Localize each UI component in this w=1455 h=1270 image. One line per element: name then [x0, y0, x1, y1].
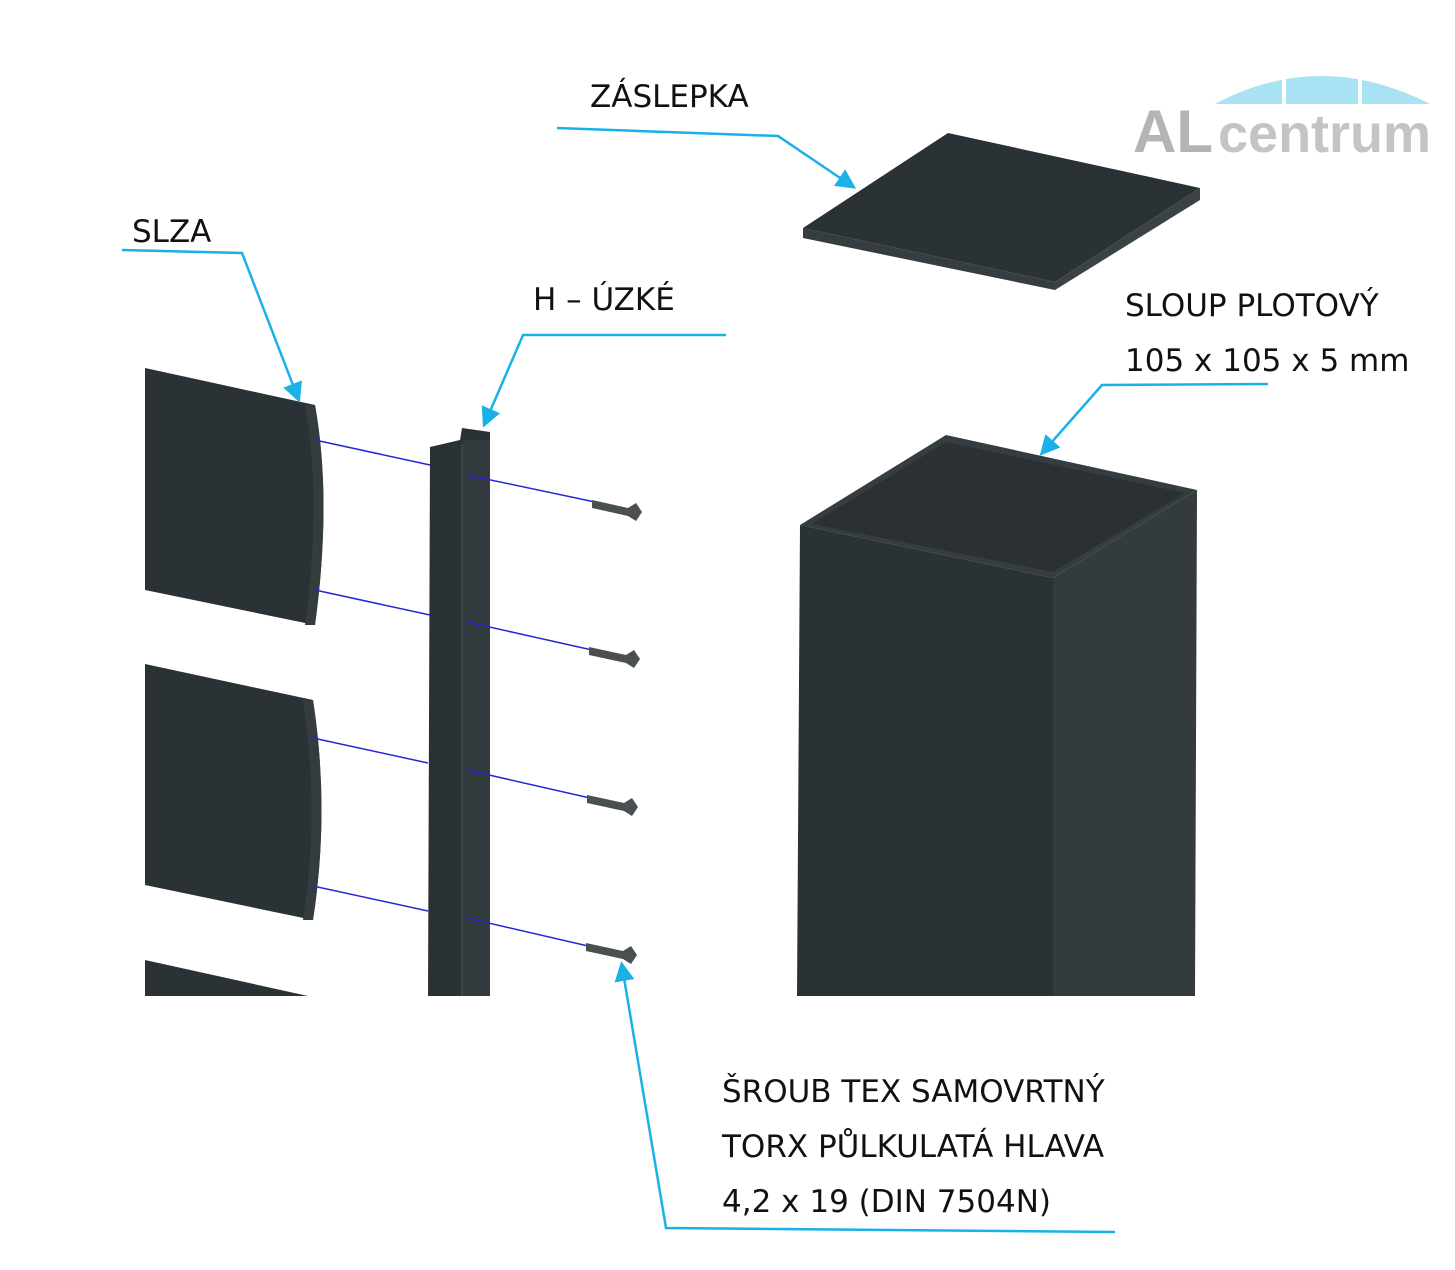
label-slat: SLZA — [132, 214, 211, 250]
h-profile — [428, 428, 490, 996]
slat-1 — [145, 368, 324, 625]
callout-cap — [556, 126, 857, 189]
callout-screw — [614, 961, 1116, 1234]
slat-2 — [145, 664, 322, 920]
screw-icon — [589, 647, 640, 668]
screw-icon — [586, 943, 637, 964]
callout-post — [1039, 382, 1269, 456]
screw-icon — [592, 500, 642, 521]
label-screw-line2: TORX PŮLKULATÁ HLAVA — [721, 1128, 1104, 1165]
screw-icon — [587, 795, 638, 816]
label-post-name: SLOUP PLOTOVÝ — [1125, 288, 1379, 324]
screws — [586, 500, 642, 964]
screw-guides — [312, 439, 596, 947]
fence-post — [797, 435, 1197, 996]
label-h-profile: H – ÚZKÉ — [533, 281, 675, 318]
slat-3 — [145, 960, 308, 996]
callout-slat — [121, 248, 302, 403]
label-post-size: 105 x 105 x 5 mm — [1125, 343, 1409, 379]
alcentrum-logo: AL centrum — [1133, 66, 1431, 165]
logo-text-al: AL — [1133, 98, 1213, 165]
callout-h-profile — [481, 333, 726, 428]
logo-text-centrum: centrum — [1218, 104, 1431, 164]
callout-lines — [121, 126, 1269, 1234]
label-screw-line3: 4,2 x 19 (DIN 7504N) — [722, 1184, 1051, 1220]
cap-plate — [803, 133, 1200, 290]
label-screw-line1: ŠROUB TEX SAMOVRTNÝ — [722, 1073, 1105, 1110]
label-cap: ZÁSLEPKA — [590, 79, 749, 115]
